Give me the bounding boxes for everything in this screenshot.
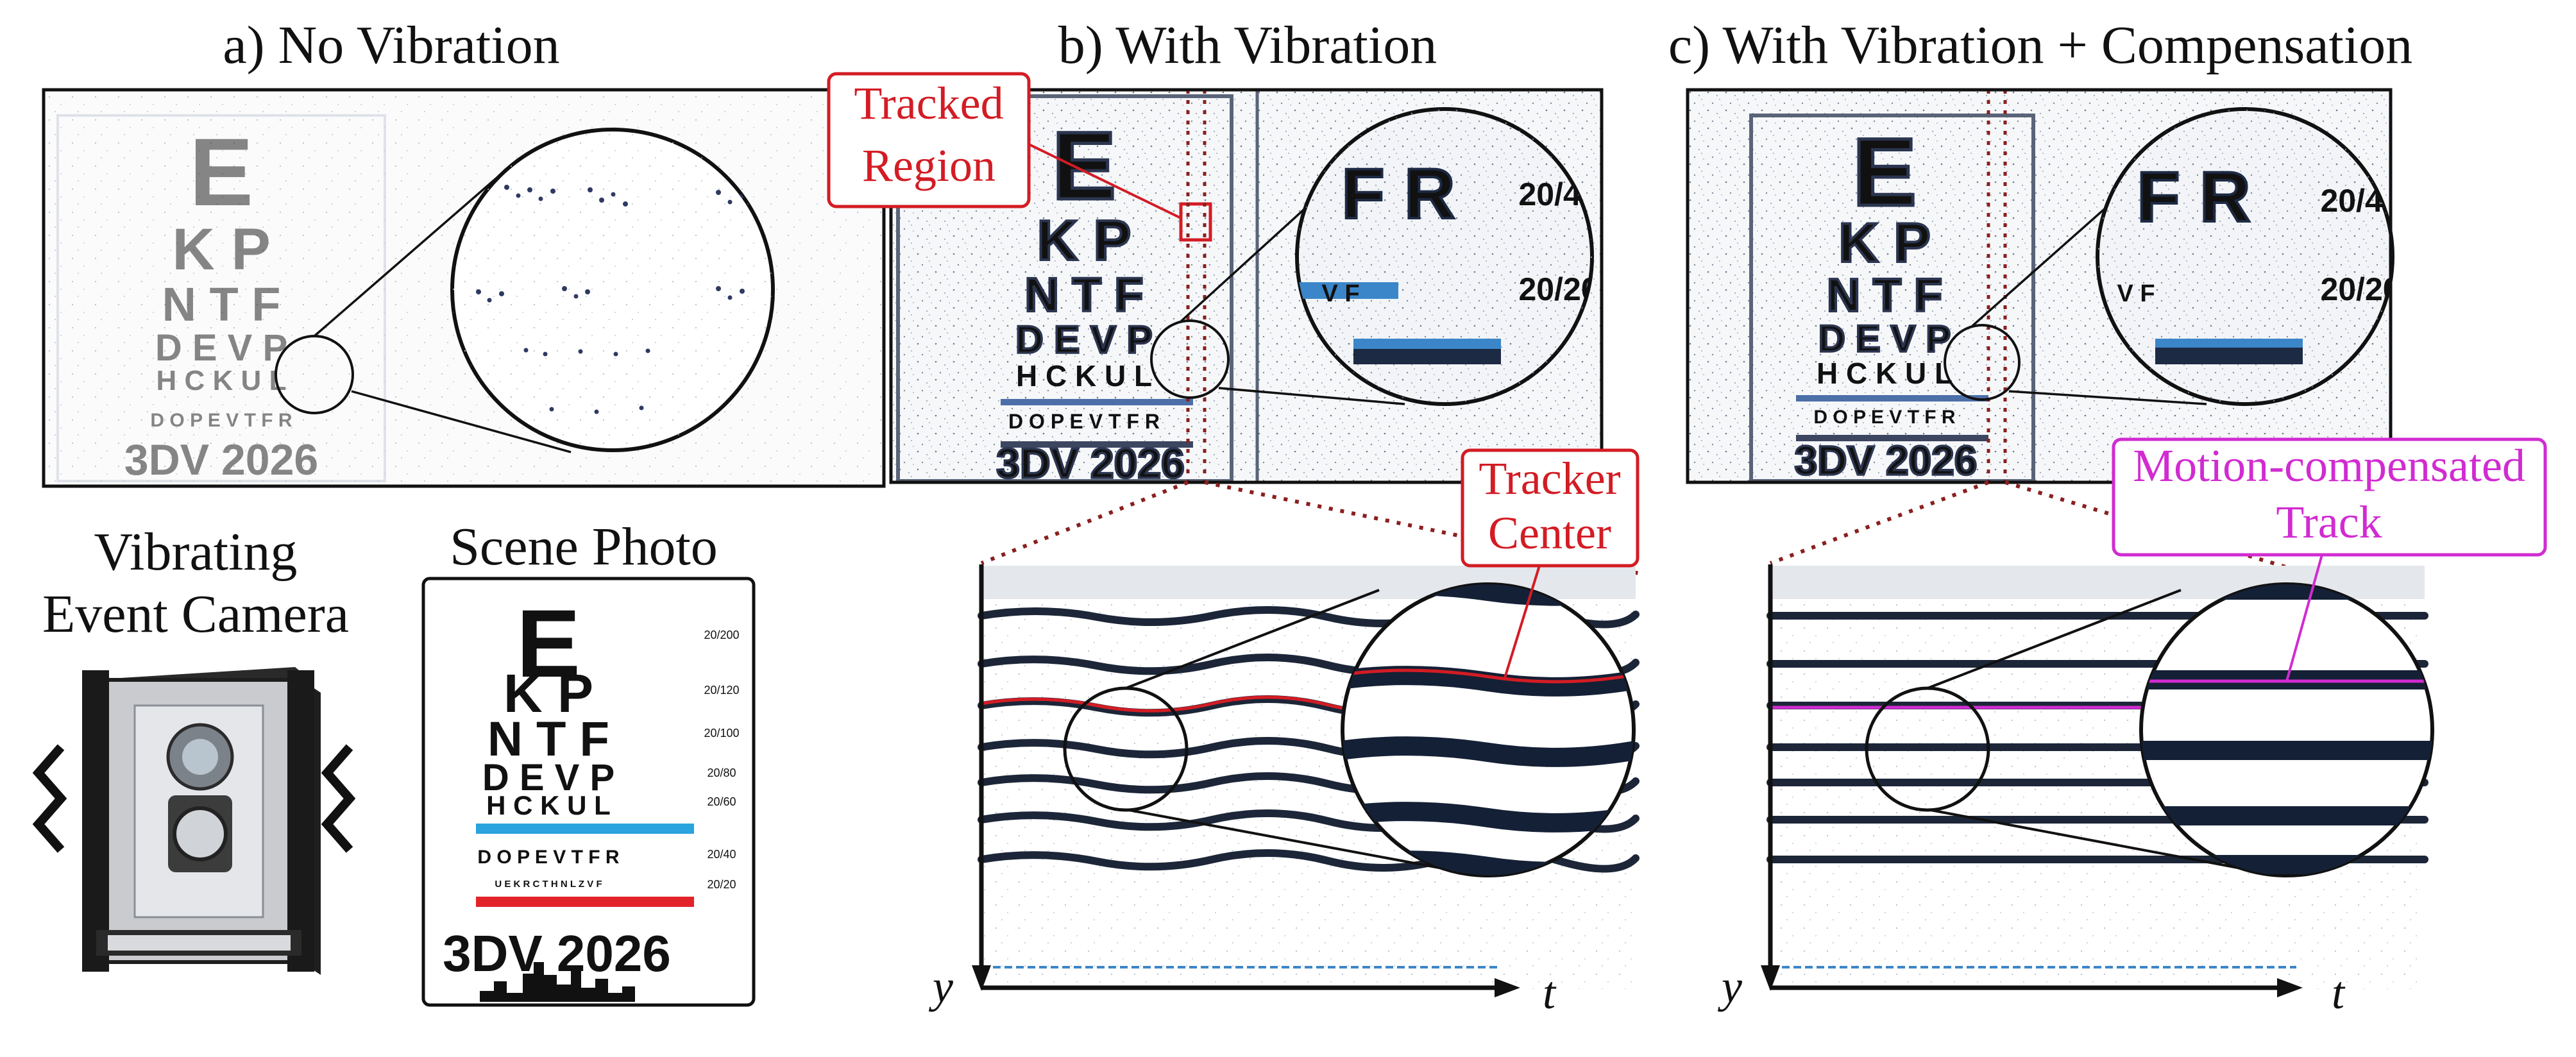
tracker-center-callout: Tracker Center [1461, 448, 1640, 681]
panel-c-t-axis-label: t [2332, 967, 2346, 1019]
svg-text:H C K U L: H C K U L [157, 365, 287, 396]
chart-blue-stripe [476, 824, 694, 834]
svg-text:N T F: N T F [162, 278, 281, 331]
acuity-7: 20/20 [707, 878, 736, 891]
camera-label-line1: Vibrating [94, 522, 298, 582]
chart-row-3: N T F [487, 712, 609, 766]
scene-photo-label: Scene Photo [450, 517, 718, 577]
chart-red-stripe [476, 897, 694, 907]
panel-a-event-image: E K P N T F D E V P H C K U L D O P E V … [42, 88, 886, 488]
svg-text:N T F: N T F [1025, 268, 1144, 321]
svg-text:D E V P: D E V P [1818, 318, 1951, 360]
acuity-4: 20/80 [707, 766, 736, 779]
panel-b-t-axis-label: t [1543, 967, 1557, 1019]
zoom-c-letters-top: F R [2137, 158, 2250, 237]
panel-a-title: a) No Vibration [223, 15, 559, 75]
zoom-c-acuity-bottom: 20/20 [2320, 271, 2400, 307]
panel-c-space-time-plot: y t [1717, 480, 2434, 1019]
acuity-6: 20/40 [707, 848, 736, 861]
camera-label-line2: Event Camera [42, 584, 349, 644]
acuity-1: 20/200 [704, 629, 739, 641]
svg-text:E: E [189, 118, 253, 226]
svg-text:D O P E V T F R: D O P E V T F R [1813, 407, 1955, 428]
panel-b-event-image: E K P N T F D E V P H C K U L D O P E V … [889, 88, 1604, 487]
svg-text:D O P E V T F R: D O P E V T F R [1008, 410, 1160, 433]
chart-row-6: D O P E V T F R [477, 847, 619, 868]
motion-line1: Motion-compensated [2133, 440, 2525, 491]
tracked-region-line2: Region [862, 140, 996, 191]
zoom-b-letters-top: F R [1341, 155, 1455, 233]
svg-text:3DV 2026: 3DV 2026 [996, 439, 1185, 487]
tracker-center-line2: Center [1488, 507, 1611, 559]
panel-b-y-axis-label: y [928, 961, 953, 1012]
acuity-2: 20/120 [704, 684, 739, 697]
svg-text:K P: K P [1838, 212, 1930, 274]
chart-footer: 3DV 2026 [443, 925, 671, 982]
zoom-b-acuity-bottom: 20/20 [1518, 271, 1598, 307]
svg-text:3DV 2026: 3DV 2026 [1795, 437, 1978, 484]
tracked-region-box [1179, 202, 1212, 242]
scene-photo-eye-chart: E K P N T F D E V P H C K U L D O P E V … [421, 577, 756, 1007]
panel-b-title: b) With Vibration [1058, 15, 1437, 75]
panel-c-title: c) With Vibration + Compensation [1668, 15, 2412, 75]
zoom-c-letters-bottom: V F [2117, 280, 2155, 307]
svg-text:E: E [1052, 112, 1116, 219]
panel-c-event-image: E K P N T F D E V P H C K U L D O P E V … [1686, 88, 2400, 484]
zoom-b-letters-bottom: V F [1321, 280, 1359, 307]
svg-text:N T F: N T F [1827, 270, 1942, 321]
svg-text:D E V P: D E V P [1015, 318, 1152, 361]
motion-compensated-callout: Motion-compensated Track [2112, 437, 2547, 682]
panel-c-y-axis-label: y [1717, 961, 1742, 1012]
motion-line2: Track [2276, 496, 2382, 548]
svg-text:D E V P: D E V P [155, 327, 287, 369]
chart-row-2: K P [504, 663, 593, 723]
chart-row-7: U E K R C T H N L Z V F [495, 879, 602, 890]
svg-text:H C K U L: H C K U L [1016, 359, 1152, 393]
svg-text:D O P E V T F R: D O P E V T F R [150, 410, 292, 431]
svg-text:K P: K P [172, 217, 270, 282]
tracked-region-callout: Tracked Region [827, 72, 1182, 219]
chart-row-5: H C K U L [486, 790, 611, 820]
svg-text:3DV 2026: 3DV 2026 [124, 435, 318, 484]
tracked-region-line1: Tracked [854, 78, 1003, 129]
acuity-5: 20/60 [707, 795, 736, 808]
chart-row-4: D E V P [482, 757, 614, 799]
skyline-graphic [480, 962, 635, 1002]
chart-row-1: E [516, 589, 580, 697]
svg-text:E: E [1852, 118, 1917, 226]
vibrating-camera-illustration [32, 667, 356, 975]
tracker-center-line1: Tracker [1479, 453, 1620, 504]
svg-text:K P: K P [1037, 208, 1131, 272]
acuity-3: 20/100 [704, 727, 739, 740]
panel-b-space-time-plot: y t [928, 480, 1643, 1019]
svg-text:H C K U L: H C K U L [1817, 357, 1953, 390]
